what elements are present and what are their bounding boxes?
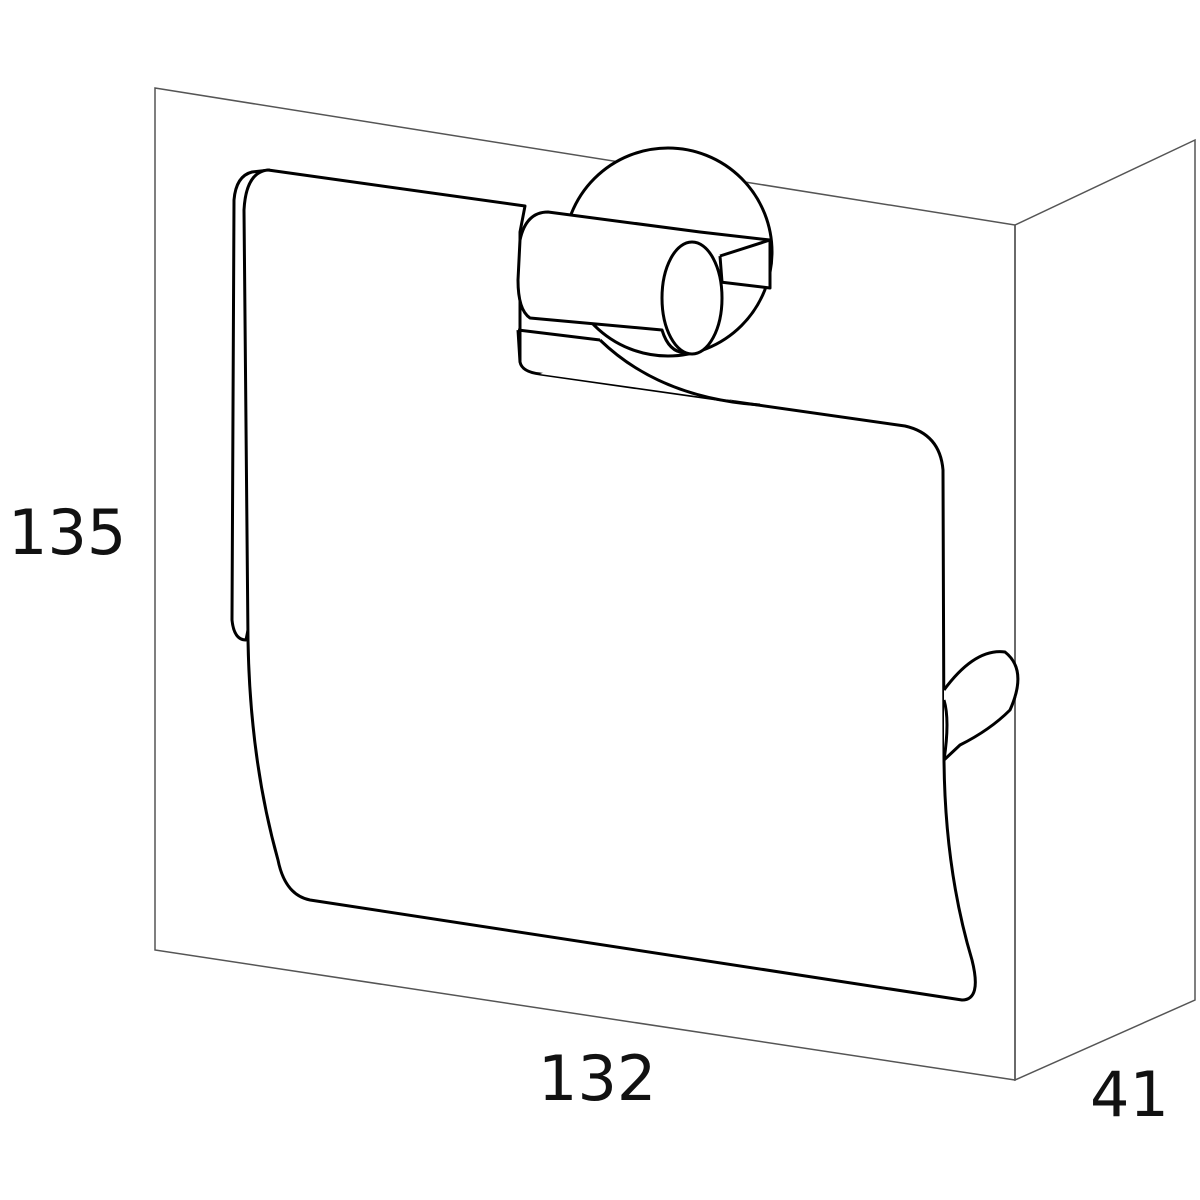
paper-holder	[230, 146, 1020, 1002]
arm-end-flat	[718, 238, 771, 283]
height-dimension-label: 135	[8, 496, 127, 569]
right-tab	[942, 650, 1020, 762]
cylinder-base	[516, 328, 601, 363]
width-dimension-label: 132	[538, 1042, 657, 1115]
cover-plate	[242, 168, 977, 1002]
disc-lower-arc	[598, 338, 761, 407]
box-side-face	[1014, 138, 1196, 1082]
cylinder-end	[660, 240, 724, 356]
depth-dimension-label: 41	[1090, 1058, 1169, 1131]
right-tab-inner	[942, 699, 949, 761]
